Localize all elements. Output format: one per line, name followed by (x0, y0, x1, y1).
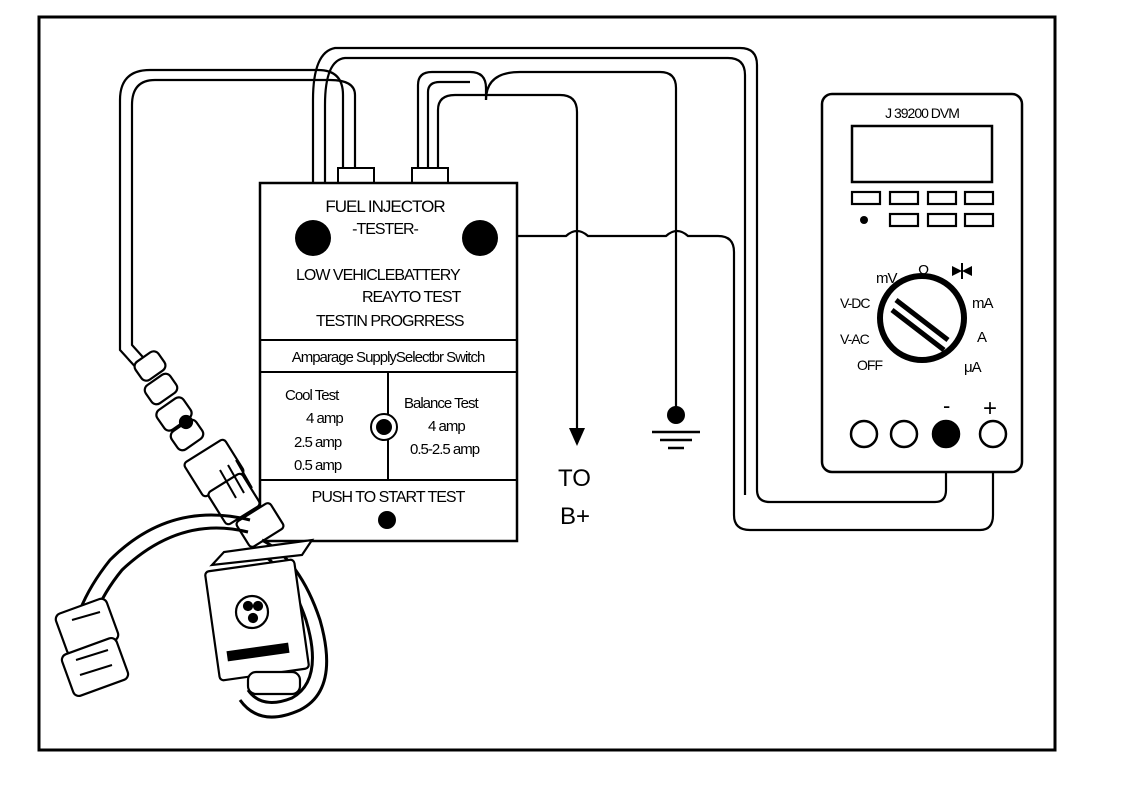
fuel-injector-tester: FUEL INJECTOR -TESTER- LOW VEHICLEBATTER… (258, 167, 519, 543)
rotary-dial-icon[interactable] (877, 273, 967, 363)
supply-b-plus-label: B+ (560, 503, 590, 530)
start-test-button[interactable] (378, 511, 396, 529)
dial-label-ohm: Ω (918, 262, 929, 279)
dial-label-a: A (977, 329, 987, 346)
dial-label-off: OFF (857, 357, 882, 373)
tester-subtitle: -TESTER- (352, 221, 418, 238)
dial-label-mv: mV (876, 270, 897, 287)
status-low-battery: LOW VEHICLEBATTERY (296, 267, 461, 284)
wires (118, 46, 995, 532)
diagram-frame (37, 15, 1057, 752)
arrow-down-icon (569, 428, 585, 446)
dial-label-ma: mA (972, 295, 993, 312)
dvm-function-button[interactable] (850, 190, 882, 206)
dvm-jack-plus[interactable] (978, 419, 1008, 449)
dial-label-vac: V-AC (840, 331, 870, 347)
dial-label-vdc: V-DC (840, 295, 870, 311)
dvm-input-jack[interactable] (889, 419, 919, 449)
wire-tester-to-dvm-minus (311, 46, 948, 504)
wire-tester-to-ground-and-dvm-plus (480, 229, 995, 532)
dvm-title: J 39200 DVM (885, 105, 959, 121)
digital-voltmeter: J 39200 DVM mV Ω V-DC V-AC OFF mA (820, 92, 1024, 474)
tester-connector-left (337, 167, 375, 185)
selector-label: Amparage SupplySelectbr Switch (292, 349, 485, 366)
dvm-function-button[interactable] (963, 212, 995, 228)
cool-test-option: 0.5 amp (294, 457, 342, 474)
amperage-selector-knob[interactable] (370, 413, 398, 441)
balance-test-option: 0.5-2.5 amp (410, 441, 480, 458)
dvm-function-button[interactable] (888, 190, 920, 206)
dvm-function-button[interactable] (888, 212, 920, 228)
dvm-display (850, 124, 994, 184)
dvm-input-jack[interactable] (849, 419, 879, 449)
dvm-plus-label: + (983, 395, 997, 422)
dvm-function-button[interactable] (926, 212, 958, 228)
cool-test-option: 2.5 amp (294, 434, 342, 451)
supply-to-label: TO (558, 465, 591, 492)
tester-jack-black[interactable] (295, 220, 331, 256)
wire-tester-to-battery (416, 70, 488, 170)
balance-test-heading: Balance Test (404, 395, 479, 412)
injector-harness (54, 350, 329, 719)
dvm-button-row (850, 190, 995, 228)
cool-test-heading: Cool Test (285, 387, 340, 404)
dvm-indicator-dot (860, 216, 868, 224)
cable-tester-to-harness (118, 68, 345, 373)
push-to-start-label: PUSH TO START TEST (312, 489, 466, 506)
status-ready: REAYTO TEST (362, 289, 462, 306)
diode-icon (952, 263, 972, 279)
dvm-jack-minus[interactable] (931, 419, 961, 449)
cool-test-option: 4 amp (306, 410, 343, 427)
dvm-function-button[interactable] (963, 190, 995, 206)
status-in-progress: TESTIN PROGRRESS (316, 313, 464, 330)
balance-test-option: 4 amp (428, 418, 465, 435)
tester-connector-right (411, 167, 449, 185)
dial-label-ua: μA (964, 359, 982, 376)
dvm-minus-label: - (943, 393, 950, 418)
dvm-function-button[interactable] (926, 190, 958, 206)
ground-icon (652, 406, 700, 450)
tester-jack-red[interactable] (462, 220, 498, 256)
tester-title: FUEL INJECTOR (325, 197, 445, 216)
